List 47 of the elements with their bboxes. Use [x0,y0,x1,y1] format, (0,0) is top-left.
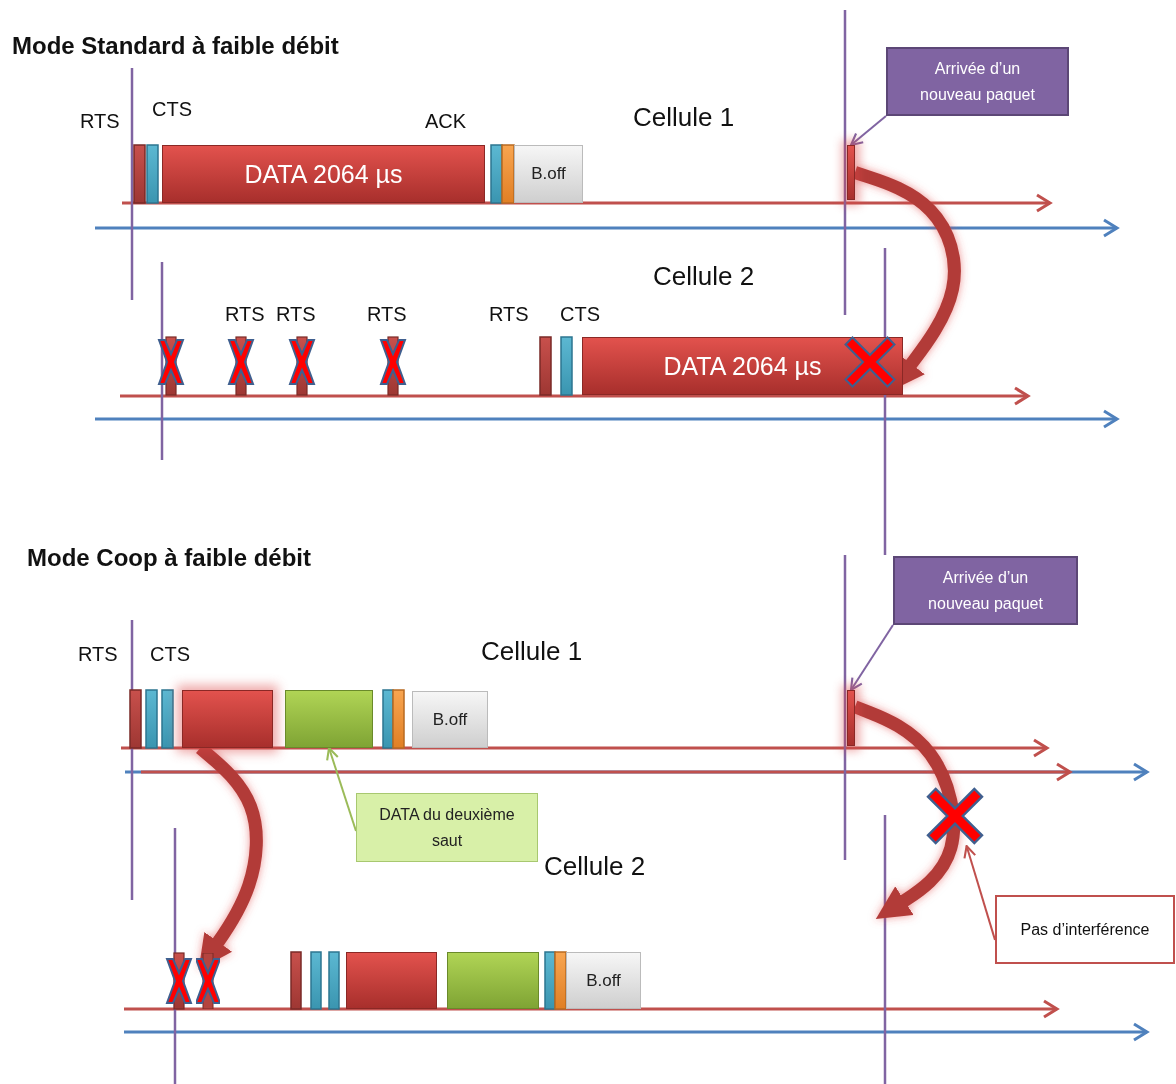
frame-label: CTS [150,643,190,665]
relay-data-bar [447,952,539,1009]
leader-arrow [326,746,357,832]
cross-icon [926,786,984,846]
data-frame-bar [182,690,273,748]
cell-label: Cellule 1 [633,103,735,132]
frame-label: RTS [367,303,407,325]
frame-label: RTS [225,303,265,325]
callout-text: Arrivée d’un nouveau paquet [927,567,1044,614]
backoff-label: B.off [530,163,567,186]
backoff-box [514,145,583,203]
cell-label: Cellule 2 [544,852,646,881]
data-frame-bar [346,952,437,1009]
cell-label: Cellule 2 [653,262,755,291]
frame-label: DATA 2064 µs [662,351,823,382]
section-heading: Mode Standard à faible débit [12,33,339,60]
data-frame-bar [162,145,485,203]
leader-arrow [963,844,996,941]
callout-text: Arrivée d’un nouveau paquet [919,58,1036,105]
frame-label: CTS [560,303,600,325]
callout-box [995,895,1175,964]
backoff-box [412,691,488,748]
backoff-box [566,952,641,1009]
leader-arrow [849,624,894,692]
cell-label: Cellule 1 [481,637,583,666]
callout-text: Pas d’interférence [1019,919,1151,940]
frame-label: RTS [276,303,316,325]
frame-label: RTS [489,303,529,325]
frame-label: CTS [152,98,192,120]
frame-label: ACK [425,110,467,132]
packet-bar [847,145,855,200]
relay-data-bar [285,690,373,748]
frame-label: RTS [80,110,120,132]
note-box [356,793,538,862]
backoff-label: B.off [585,969,622,992]
callout-box [893,556,1078,625]
leader-arrow [849,115,887,147]
section-heading: Mode Coop à faible débit [27,545,311,572]
crossed-rts-bar [196,953,220,1009]
callout-box [886,47,1069,116]
note-text: DATA du deuxième saut [378,804,516,851]
backoff-label: B.off [431,708,469,731]
frame-label: RTS [78,643,118,665]
packet-bar [847,690,855,746]
frame-label: DATA 2064 µs [243,159,404,190]
curved-arrow [852,700,961,919]
data-frame-bar [582,337,903,395]
